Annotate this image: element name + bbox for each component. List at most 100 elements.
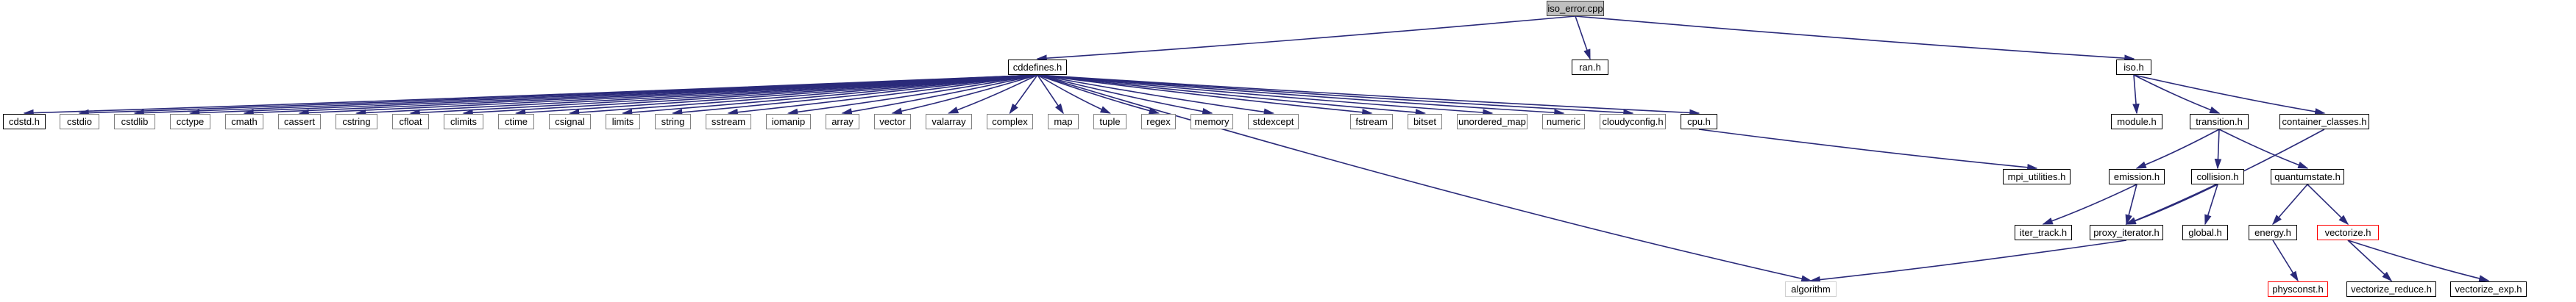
node-physconst-h[interactable]: physconst.h: [2268, 281, 2328, 297]
node-memory[interactable]: memory: [1191, 114, 1233, 129]
node-fstream[interactable]: fstream: [1350, 114, 1393, 129]
node-vector[interactable]: vector: [874, 114, 911, 129]
node-cstring[interactable]: cstring: [336, 114, 377, 129]
edge-cddefines_h-to-memory: [1037, 74, 1213, 115]
edge-transition_h-to-emission_h: [2135, 129, 2220, 169]
node-string[interactable]: string: [655, 114, 691, 129]
node-iso-h[interactable]: iso.h: [2116, 60, 2151, 75]
node-cstdlib[interactable]: cstdlib: [114, 114, 155, 129]
node-label: mpi_utilities.h: [2007, 171, 2066, 182]
edge-cddefines_h-to-sstream: [727, 74, 1038, 116]
node-label: vectorize_exp.h: [2455, 284, 2522, 295]
node-label: iso.h: [2123, 62, 2144, 73]
node-limits[interactable]: limits: [606, 114, 640, 129]
node-global-h[interactable]: global.h: [2182, 225, 2228, 240]
node-ctime[interactable]: ctime: [498, 114, 534, 129]
edge-iso_h-to-module_h: [2132, 74, 2140, 115]
edge-emission_h-to-proxy_iterator_h: [2125, 184, 2137, 226]
node-label: vector: [879, 116, 906, 127]
node-cfloat[interactable]: cfloat: [392, 114, 429, 129]
edge-cddefines_h-to-cloudyconfig_h: [1037, 74, 1634, 117]
edge-cddefines_h-to-climits: [462, 74, 1038, 117]
node-csignal[interactable]: csignal: [549, 114, 591, 129]
node-map[interactable]: map: [1048, 114, 1079, 129]
node-cstdio[interactable]: cstdio: [60, 114, 99, 129]
node-cctype[interactable]: cctype: [170, 114, 210, 129]
node-valarray[interactable]: valarray: [926, 114, 972, 129]
node-label: ran.h: [1579, 62, 1601, 73]
node-label: quantumstate.h: [2274, 171, 2341, 182]
node-label: regex: [1146, 116, 1171, 127]
node-container-classes-h[interactable]: container_classes.h: [2279, 114, 2369, 129]
node-transition-h[interactable]: transition.h: [2190, 114, 2249, 129]
edge-cddefines_h-to-bitset: [1037, 74, 1427, 116]
edge-cddefines_h-to-cassert: [298, 74, 1038, 117]
node-tuple[interactable]: tuple: [1093, 114, 1126, 129]
node-label: cfloat: [399, 116, 422, 127]
node-vectorize-exp-h[interactable]: vectorize_exp.h: [2450, 281, 2527, 297]
edge-cddefines_h-to-algorithm: [1037, 74, 1812, 282]
edge-iso_error_cpp-to-cddefines_h: [1036, 15, 1576, 62]
node-label: iso_error.cpp: [1547, 3, 1603, 14]
edge-cddefines_h-to-cfloat: [409, 74, 1038, 117]
edge-cddefines_h-to-cstring: [355, 74, 1038, 117]
node-label: bitset: [1413, 116, 1437, 127]
node-label: ctime: [504, 116, 528, 127]
node-cassert[interactable]: cassert: [278, 114, 321, 129]
node-label: memory: [1194, 116, 1230, 127]
node-algorithm[interactable]: algorithm: [1785, 281, 1837, 297]
edge-emission_h-to-iter_track_h: [2042, 184, 2137, 225]
node-label: array: [831, 116, 854, 127]
node-climits[interactable]: climits: [444, 114, 483, 129]
node-iomanip[interactable]: iomanip: [766, 114, 811, 129]
node-label: stdexcept: [1252, 116, 1294, 127]
node-cdstd-h[interactable]: cdstd.h: [3, 114, 46, 129]
node-vectorize-h[interactable]: vectorize.h: [2317, 225, 2379, 240]
edge-iso_h-to-transition_h: [2133, 74, 2221, 114]
node-label: cassert: [284, 116, 315, 127]
node-label: sstream: [711, 116, 746, 127]
node-unordered-map[interactable]: unordered_map: [1457, 114, 1527, 129]
node-module-h[interactable]: module.h: [2111, 114, 2162, 129]
node-vectorize-reduce-h[interactable]: vectorize_reduce.h: [2346, 281, 2436, 297]
node-bitset[interactable]: bitset: [1408, 114, 1442, 129]
edge-cddefines_h-to-cctype: [188, 74, 1038, 117]
edge-iso_h-to-container_classes_h: [2133, 74, 2326, 115]
node-label: numeric: [1546, 116, 1581, 127]
edge-cddefines_h-to-map: [1037, 74, 1064, 115]
node-stdexcept[interactable]: stdexcept: [1248, 114, 1299, 129]
node-label: cctype: [176, 116, 205, 127]
node-cmath[interactable]: cmath: [225, 114, 263, 129]
edge-cddefines_h-to-valarray: [947, 74, 1038, 114]
node-iter-track-h[interactable]: iter_track.h: [2015, 225, 2072, 240]
node-ran-h[interactable]: ran.h: [1572, 60, 1608, 75]
node-label: csignal: [555, 116, 585, 127]
edge-cddefines_h-to-ctime: [514, 74, 1038, 116]
node-numeric[interactable]: numeric: [1542, 114, 1585, 129]
edge-cddefines_h-to-string: [671, 74, 1038, 116]
node-cpu-h[interactable]: cpu.h: [1681, 114, 1717, 129]
node-complex[interactable]: complex: [987, 114, 1033, 129]
node-array[interactable]: array: [826, 114, 859, 129]
node-label: vectorize_reduce.h: [2351, 284, 2432, 295]
edge-quantumstate_h-to-vectorize_h: [2307, 184, 2349, 226]
node-quantumstate-h[interactable]: quantumstate.h: [2271, 169, 2344, 184]
edge-cddefines_h-to-cstdlib: [133, 74, 1038, 117]
node-emission-h[interactable]: emission.h: [2109, 169, 2165, 184]
node-iso-error-cpp[interactable]: iso_error.cpp: [1547, 1, 1604, 16]
node-proxy-iterator-h[interactable]: proxy_iterator.h: [2090, 225, 2163, 240]
node-collision-h[interactable]: collision.h: [2191, 169, 2244, 184]
node-sstream[interactable]: sstream: [706, 114, 751, 129]
node-cddefines-h[interactable]: cddefines.h: [1008, 60, 1067, 75]
node-mpi-utilities-h[interactable]: mpi_utilities.h: [2003, 169, 2071, 184]
node-energy-h[interactable]: energy.h: [2249, 225, 2297, 240]
node-regex[interactable]: regex: [1141, 114, 1176, 129]
edge-collision_h-to-global_h: [2204, 184, 2218, 226]
node-label: unordered_map: [1458, 116, 1526, 127]
edge-quantumstate_h-to-energy_h: [2271, 184, 2308, 226]
edge-energy_h-to-physconst_h: [2272, 240, 2299, 282]
node-cloudyconfig-h[interactable]: cloudyconfig.h: [1600, 114, 1666, 129]
node-label: proxy_iterator.h: [2093, 227, 2160, 238]
